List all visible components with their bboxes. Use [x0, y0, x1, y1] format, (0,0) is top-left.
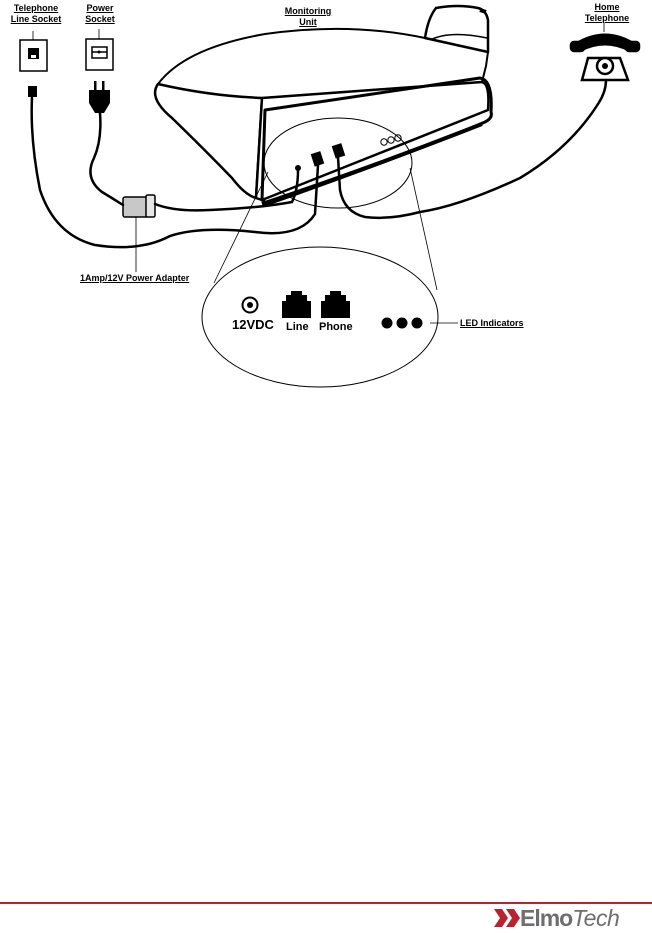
- label-telephone-line-socket-line1: Telephone: [6, 3, 66, 14]
- led-indicator-2: [397, 318, 408, 329]
- port-label-phone: Phone: [319, 321, 353, 333]
- zoom-line-right: [410, 168, 437, 290]
- label-power-socket: Power Socket: [82, 3, 118, 25]
- label-power-socket-line1: Power: [82, 3, 118, 14]
- led-indicator-3: [412, 318, 423, 329]
- power-socket-icon: [86, 29, 113, 70]
- dc-jack-pin: [247, 302, 253, 308]
- brand-name-tech: Tech: [572, 905, 619, 932]
- monitoring-unit: [155, 6, 491, 204]
- led-indicator-1: [382, 318, 393, 329]
- power-adapter-icon: [123, 195, 155, 272]
- brand-logo: Elmo Tech: [492, 905, 619, 931]
- home-telephone-icon: [571, 22, 639, 80]
- label-telephone-line-socket-line2: Line Socket: [6, 14, 66, 25]
- power-plug-icon: [89, 81, 110, 113]
- label-power-adapter: 1Amp/12V Power Adapter: [80, 273, 189, 284]
- phone-jack-icon: [321, 291, 350, 318]
- label-led-indicators: LED Indicators: [460, 318, 524, 329]
- label-home-telephone-line2: Telephone: [578, 13, 636, 24]
- unit-led-2: [388, 137, 394, 143]
- line-jack-icon: [282, 291, 311, 318]
- port-label-12vdc: 12VDC: [232, 317, 274, 332]
- telephone-socket-icon: [20, 31, 47, 71]
- port-label-line: Line: [286, 321, 309, 333]
- brand-mark-icon: [492, 906, 522, 930]
- label-monitoring-unit-line1: Monitoring: [278, 6, 338, 17]
- connection-diagram: [0, 0, 652, 900]
- label-home-telephone: Home Telephone: [578, 2, 636, 24]
- brand-name-elmo: Elmo: [520, 905, 572, 932]
- unit-led-1: [381, 139, 387, 145]
- label-telephone-line-socket: Telephone Line Socket: [6, 3, 66, 25]
- label-home-telephone-line1: Home: [578, 2, 636, 13]
- label-power-socket-line2: Socket: [82, 14, 118, 25]
- label-monitoring-unit: Monitoring Unit: [278, 6, 338, 28]
- label-monitoring-unit-line2: Unit: [278, 17, 338, 28]
- phone-plug-icon: [28, 86, 37, 97]
